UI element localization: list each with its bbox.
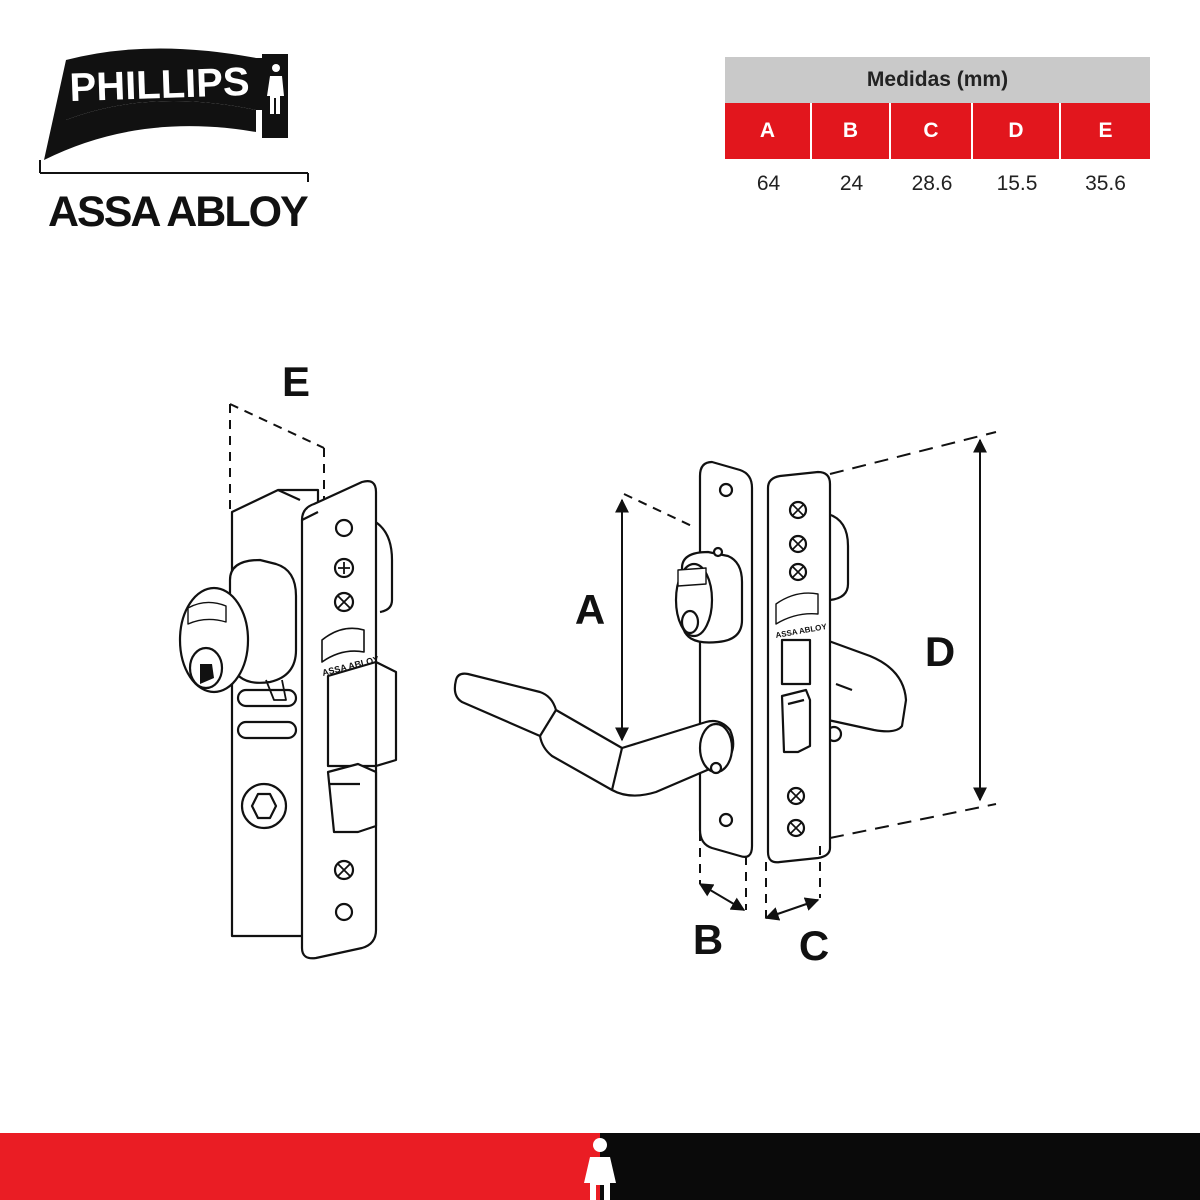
table-value-cell: 24 (839, 172, 864, 195)
label-c: C (799, 922, 829, 969)
phillips-banner-icon: PHILLIPS (39, 48, 309, 182)
label-a: A (575, 586, 605, 633)
table-header-cell: B (812, 103, 891, 159)
handle-lock-drawing: ASSA ABLOY (453, 460, 908, 864)
measurements-table: Medidas (mm) A B C D E 64 24 28.6 15.5 3… (725, 57, 1150, 209)
dimension-b (698, 832, 747, 911)
table-header-cell: E (1061, 103, 1150, 159)
dimension-a (615, 493, 697, 742)
table-header-cell: C (891, 103, 973, 159)
table-header-cell: A (725, 103, 812, 159)
brand-name: PHILLIPS (69, 60, 250, 110)
footer-band (0, 1133, 1200, 1200)
label-e: E (282, 358, 310, 405)
footer-red (0, 1133, 600, 1200)
table-caption: Medidas (mm) (725, 57, 1150, 103)
dimension-c (764, 846, 821, 921)
lock-body-drawing: ASSA ABLOY (178, 480, 398, 960)
person-icon (267, 64, 284, 114)
phillips-logo: PHILLIPS (30, 40, 330, 240)
label-b: B (693, 916, 723, 963)
table-header-row: A B C D E (725, 103, 1150, 159)
table-value-cell: 35.6 (1085, 172, 1126, 195)
table-value-cell: 64 (756, 172, 781, 195)
footer-black (600, 1133, 1200, 1200)
table-value-cell: 15.5 (996, 172, 1038, 195)
table-header-cell: D (973, 103, 1061, 159)
table-value-row: 64 24 28.6 15.5 35.6 (725, 159, 1150, 209)
company-name: ASSA ABLOY (48, 188, 309, 236)
dimension-d (829, 431, 997, 839)
label-d: D (925, 628, 955, 675)
person-icon (560, 1133, 640, 1200)
table-value-cell: 28.6 (911, 172, 953, 195)
dimension-e (229, 403, 325, 512)
